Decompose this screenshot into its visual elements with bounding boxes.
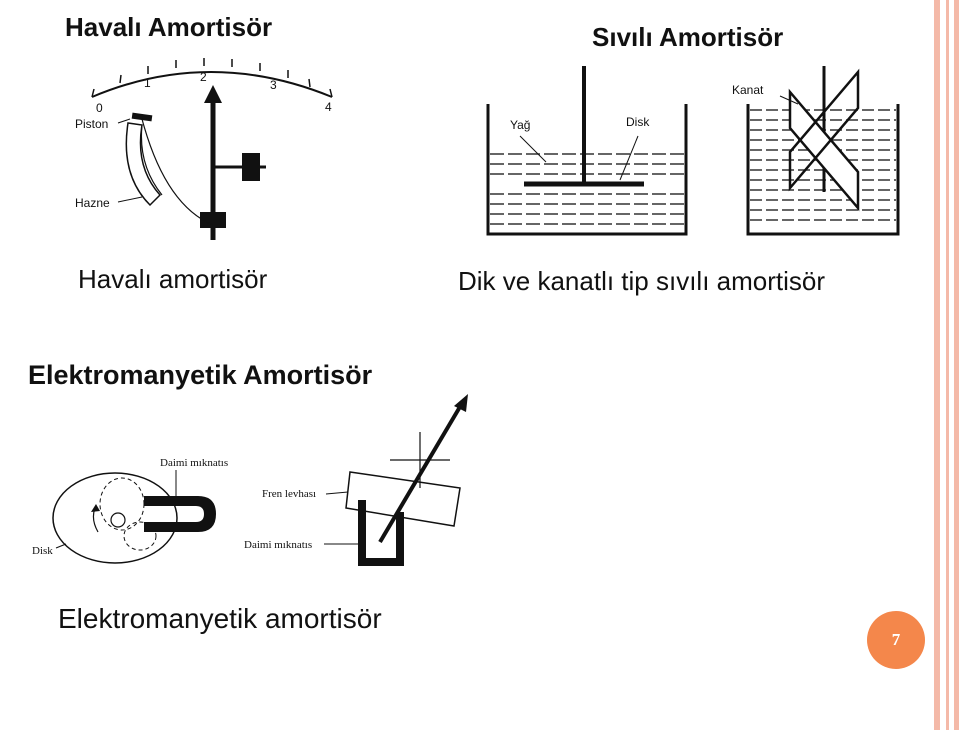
magnet-right-label: Daimi mıknatıs <box>244 539 312 551</box>
chamber-leader <box>117 196 143 203</box>
piston-link <box>141 118 214 226</box>
scale-label-1: 1 <box>144 76 151 90</box>
vertical-type-container <box>486 66 688 236</box>
scale-label-3: 3 <box>270 78 277 92</box>
needle-arrowhead <box>204 85 222 103</box>
air-damper-title: Havalı Amortisör <box>65 12 273 42</box>
damper-block <box>200 212 226 228</box>
brake-leader <box>325 491 349 495</box>
brake-plate <box>345 471 461 527</box>
disk-label: Disk <box>626 115 650 129</box>
disk-leader <box>619 135 639 181</box>
vane-blade <box>788 68 860 192</box>
vane-type-container <box>746 66 900 236</box>
vane-label: Kanat <box>732 83 764 97</box>
disk-assembly: N <box>52 470 216 564</box>
scale-label-0: 0 <box>96 101 103 115</box>
scale-label-2: 2 <box>200 70 207 84</box>
scale-tick-marks <box>91 58 333 98</box>
liquid-damper-title: Sıvılı Amortisör <box>592 22 784 52</box>
piston-block <box>131 112 153 122</box>
chamber-tube <box>125 122 162 207</box>
slide-border <box>930 0 960 730</box>
electromagnetic-damper-diagram: N Daimi mıknatıs Disk Fren levhası Daimi… <box>32 394 468 566</box>
vane-blade <box>788 88 860 212</box>
pointer-arrowhead <box>454 394 468 412</box>
electromagnetic-damper-title: Elektromanyetik Amortisör <box>28 360 373 390</box>
scale-label-4: 4 <box>325 100 332 114</box>
counterweight-block <box>242 153 260 181</box>
magnet-left <box>144 496 216 532</box>
border-line <box>946 0 949 730</box>
disk-label: Disk <box>32 545 53 557</box>
liquid-damper-caption: Dik ve kanatlı tip sıvılı amortisör <box>458 266 825 296</box>
disk-leader <box>55 543 67 549</box>
chamber-inner <box>140 124 163 196</box>
air-damper-diagram: 0 1 2 3 4 Piston Hazne <box>75 58 333 240</box>
magnet-left-label: Daimi mıknatıs <box>160 457 228 469</box>
air-damper-caption: Havalı amortisör <box>78 264 268 294</box>
border-line <box>934 0 940 730</box>
oil-leader <box>519 135 547 163</box>
liquid-damper-diagram: Yağ Disk Kanat <box>486 66 900 236</box>
page-number-badge: 7 <box>867 611 925 669</box>
electromagnetic-damper-caption: Elektromanyetik amortisör <box>58 603 382 634</box>
pole-label: N <box>146 507 154 519</box>
oil-label: Yağ <box>510 118 530 132</box>
chamber-label: Hazne <box>75 196 110 210</box>
piston-label: Piston <box>75 117 108 131</box>
magnet-right <box>358 500 404 566</box>
brake-plate-label: Fren levhası <box>262 488 316 500</box>
border-line <box>954 0 959 730</box>
piston-leader <box>117 118 131 124</box>
brake-assembly <box>324 394 468 566</box>
vane-leader <box>779 95 799 105</box>
pointer <box>378 398 466 544</box>
scale-arc <box>91 71 333 98</box>
